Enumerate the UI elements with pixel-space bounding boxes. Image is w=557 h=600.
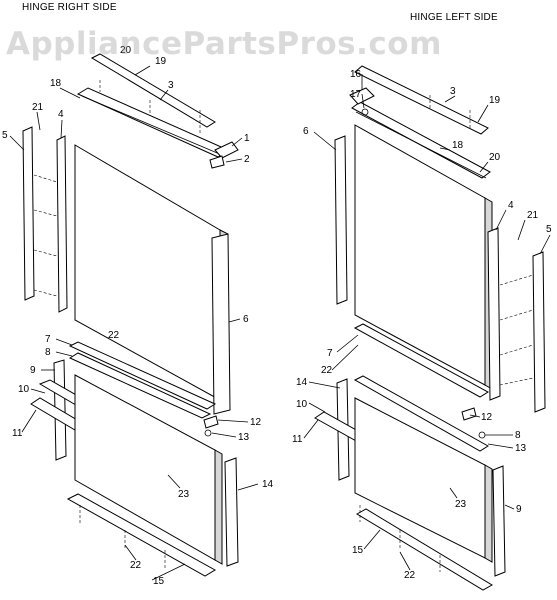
right-hinge-assembly <box>22 53 239 577</box>
callout-right-4: 4 <box>58 109 64 120</box>
callout-left-13: 13 <box>515 443 527 454</box>
callout-left-21: 21 <box>527 210 539 221</box>
callout-left-12: 12 <box>481 412 493 423</box>
left-lower-door-panel <box>354 397 486 559</box>
callout-right-21: 21 <box>32 102 44 113</box>
callout-left-11: 11 <box>292 434 303 445</box>
left-bottom-channel-15 <box>356 508 493 591</box>
header-hinge-right-side: HINGE RIGHT SIDE <box>22 2 117 13</box>
right-trim-6 <box>211 233 231 415</box>
callout-right-8: 8 <box>45 347 51 358</box>
callout-left-18: 18 <box>452 140 464 151</box>
callout-left-10: 10 <box>296 399 308 410</box>
callout-right-22b: 22 <box>130 560 142 571</box>
callout-right-18: 18 <box>50 78 62 89</box>
callout-right-3: 3 <box>168 80 174 91</box>
left-hinge-assembly <box>314 65 546 591</box>
callout-left-17: 17 <box>350 89 362 100</box>
callout-right-6: 6 <box>243 314 249 325</box>
callout-right-1: 1 <box>244 133 250 144</box>
callout-right-23: 23 <box>178 489 190 500</box>
callout-left-6: 6 <box>303 126 309 137</box>
callout-left-8: 8 <box>515 430 521 441</box>
right-divider-strip-22 <box>68 341 217 410</box>
watermark-logo: AppliancePartsPros.com <box>6 26 442 62</box>
right-side-channel-4 <box>56 135 68 313</box>
right-side-gasket-14 <box>224 457 239 567</box>
callout-left-3: 3 <box>450 86 456 97</box>
callout-left-22a: 22 <box>321 365 333 376</box>
left-side-gasket-6 <box>334 135 348 305</box>
callout-right-12: 12 <box>250 417 262 428</box>
left-side-gasket-5 <box>532 251 546 413</box>
callout-left-14: 14 <box>296 377 308 388</box>
left-side-channel-4 <box>487 227 501 401</box>
left-divider-strip-22 <box>353 323 489 398</box>
callout-right-10: 10 <box>18 384 30 395</box>
callout-right-15: 15 <box>153 576 165 587</box>
left-top-trim-3 <box>354 65 489 135</box>
callout-right-22a: 22 <box>108 330 120 341</box>
right-top-trim-19 <box>90 53 216 128</box>
callout-left-4: 4 <box>508 200 514 211</box>
callout-right-13: 13 <box>238 432 250 443</box>
callout-left-5: 5 <box>546 224 552 235</box>
callout-right-14: 14 <box>262 479 274 490</box>
callout-right-11: 11 <box>12 428 23 439</box>
left-side-gasket-9 <box>492 465 506 577</box>
callout-right-19: 19 <box>155 56 167 67</box>
callout-right-7: 7 <box>45 334 51 345</box>
header-hinge-left-side: HINGE LEFT SIDE <box>410 12 498 23</box>
left-strip-14 <box>353 375 489 452</box>
callout-right-20: 20 <box>120 45 132 56</box>
right-side-gasket-5 <box>22 126 35 301</box>
callout-right-9: 9 <box>30 365 36 376</box>
right-bottom-channel-15 <box>66 493 217 577</box>
callout-left-20: 20 <box>489 152 501 163</box>
callout-left-19: 19 <box>489 95 501 106</box>
callout-left-23: 23 <box>455 499 467 510</box>
callout-left-9: 9 <box>516 504 522 515</box>
callout-right-2: 2 <box>244 154 250 165</box>
callout-left-16: 16 <box>350 69 362 80</box>
callout-left-22b: 22 <box>404 570 416 581</box>
callout-right-5: 5 <box>2 130 8 141</box>
callout-left-7: 7 <box>327 348 333 359</box>
callout-left-15: 15 <box>352 545 364 556</box>
